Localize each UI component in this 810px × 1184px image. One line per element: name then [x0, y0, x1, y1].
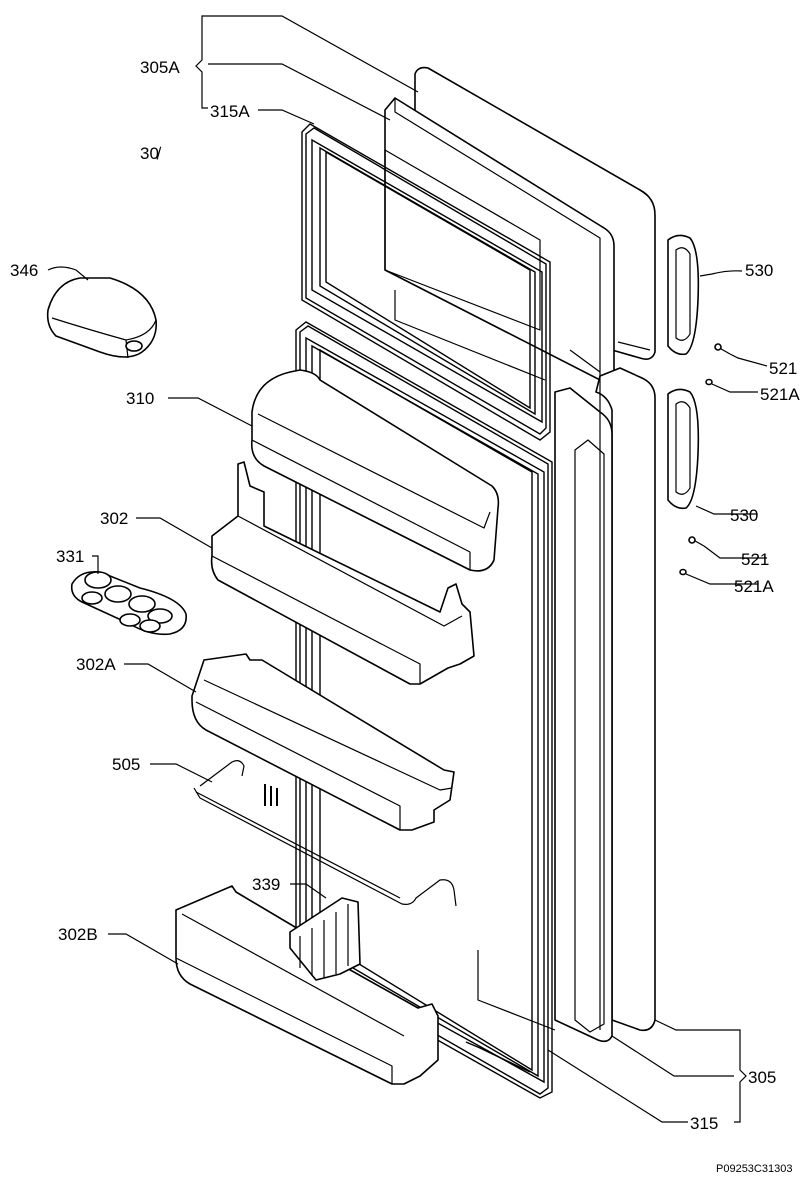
leader-530a	[699, 270, 743, 277]
label-331: 331	[56, 547, 84, 566]
label-530-upper: 530	[745, 261, 773, 280]
washer-upper	[705, 378, 713, 386]
leader-310	[168, 397, 253, 427]
leader-521Ab	[685, 573, 758, 585]
screw-upper	[714, 343, 731, 355]
washer-lower	[679, 568, 687, 576]
leader-302A	[124, 663, 197, 693]
leader-331	[92, 555, 99, 574]
label-521A-lower: 521A	[734, 577, 774, 596]
leader-521b	[703, 545, 767, 559]
lamp-cover	[46, 277, 158, 359]
egg-tray	[70, 570, 187, 636]
leader-305A-top	[208, 15, 419, 93]
lower-handle	[667, 388, 700, 510]
label-305: 305	[748, 1068, 776, 1087]
bracket-305A	[195, 15, 208, 109]
leader-305-mid	[611, 1035, 734, 1077]
label-302: 302	[100, 509, 128, 528]
bottle-retainer-bar	[193, 760, 457, 907]
label-339: 339	[252, 875, 280, 894]
dairy-compartment-cover	[250, 369, 500, 572]
leader-315	[547, 1049, 688, 1123]
label-505: 505	[112, 755, 140, 774]
leader-305-top	[654, 1019, 734, 1031]
leader-346	[47, 266, 89, 281]
label-521A-upper: 521A	[760, 385, 800, 404]
leader-521a	[729, 353, 768, 367]
leader-530b	[695, 505, 757, 515]
leader-339	[290, 883, 327, 899]
label-30x: 30̸	[140, 144, 162, 163]
label-530-lower: 530	[730, 506, 758, 525]
drawing-code: P09253C31303	[716, 1163, 792, 1175]
upper-handle	[667, 234, 700, 356]
leader-302B	[108, 933, 179, 965]
label-315A: 315A	[210, 102, 250, 121]
label-310: 310	[126, 389, 154, 408]
door-shelf-upper	[210, 461, 475, 685]
leader-315A	[258, 109, 315, 125]
label-302A: 302A	[76, 655, 116, 674]
door-bin-bottom	[175, 885, 439, 1085]
label-346: 346	[10, 261, 38, 280]
leader-302	[136, 517, 213, 549]
fridge-door-inner-liner	[477, 349, 613, 1043]
label-305A: 305A	[140, 58, 180, 77]
freezer-door-gasket	[301, 123, 551, 441]
bracket-305	[734, 1029, 747, 1123]
door-shelf-middle	[191, 653, 455, 831]
fridge-door-outer-panel	[595, 367, 656, 1032]
label-521-lower: 521	[741, 550, 769, 569]
label-521-upper: 521	[769, 359, 797, 378]
label-302B: 302B	[58, 925, 98, 944]
leader-521Aa	[711, 383, 758, 393]
label-315: 315	[690, 1114, 718, 1133]
leader-305A-mid	[208, 63, 391, 121]
leader-505	[150, 763, 213, 783]
bin-divider	[289, 897, 361, 981]
screw-lower	[688, 536, 705, 547]
